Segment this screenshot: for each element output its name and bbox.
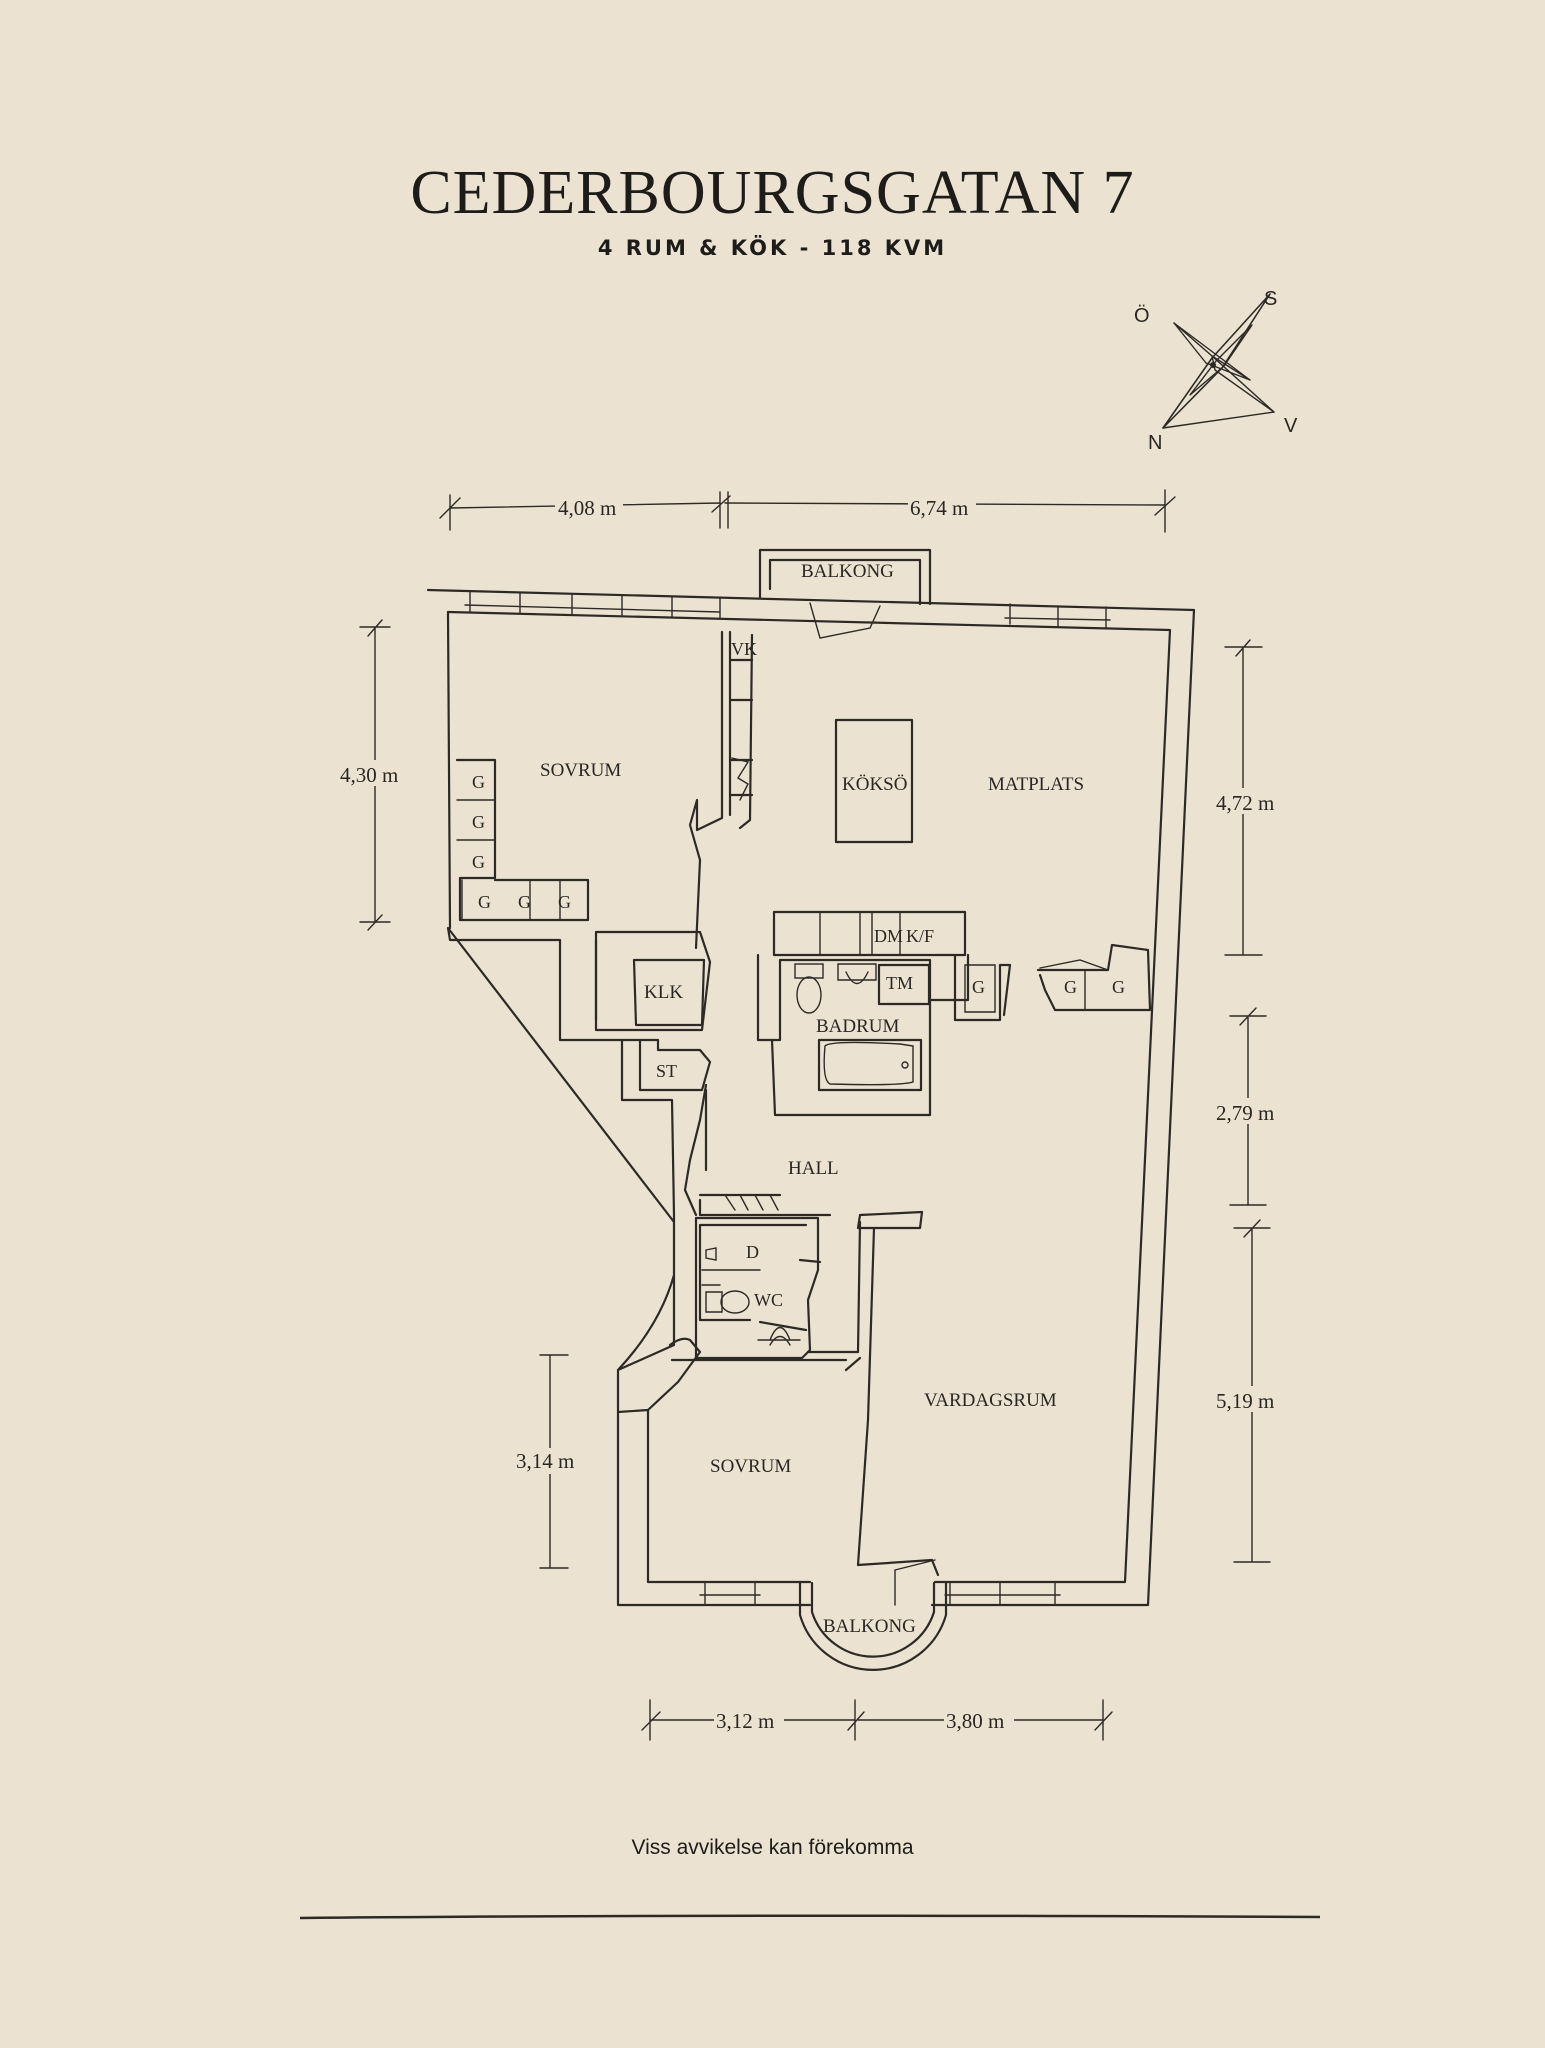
dimension-left-upper: 4,30 m [340,763,398,787]
outer-walls [426,548,1196,1671]
wardrobe-labels: G G G G G G G G G [472,772,1125,997]
room-d: D [746,1242,759,1262]
room-vardagsrum: VARDAGSRUM [924,1390,1057,1411]
compass-rose: Ö S N V [1134,288,1298,454]
wardrobe-label: G [972,977,985,997]
room-matplats: MATPLATS [988,774,1084,795]
wardrobe-label: G [558,892,571,912]
compass-star-icon [1162,293,1275,429]
dimension-left-lower: 3,14 m [516,1449,574,1473]
dimension-top-right: 6,74 m [910,496,968,520]
compass-o-label: Ö [1134,305,1150,327]
wardrobe-label: G [472,852,485,872]
wardrobe-label: G [1064,977,1077,997]
room-klk: KLK [644,982,683,1003]
wardrobe-label: G [1112,977,1125,997]
interior-walls [455,630,1152,1577]
room-wc: WC [754,1290,783,1310]
kitchen-island [834,718,914,844]
page-title: CEDERBOURGSGATAN 7 [410,159,1135,227]
room-sovrum-1: SOVRUM [540,760,621,781]
wardrobe-label: G [518,892,531,912]
room-tm: TM [886,973,913,993]
compass-v-label: V [1284,415,1298,437]
room-hall: HALL [788,1158,839,1179]
page-subtitle: 4 RUM & KÖK - 118 KVM [597,236,948,260]
room-badrum: BADRUM [816,1016,900,1037]
dimension-bottom-right: 3,80 m [946,1709,1004,1733]
room-vk: VK [731,639,757,659]
dimension-bottom-left: 3,12 m [716,1709,774,1733]
room-balkong-top: BALKONG [801,561,894,582]
room-dm: DM [874,926,903,946]
room-sovrum-2: SOVRUM [710,1456,791,1477]
dimension-right-2: 2,79 m [1216,1101,1274,1125]
room-balkong-bottom: BALKONG [823,1616,916,1637]
compass-s-label: S [1264,288,1277,310]
wardrobe-label: G [478,892,491,912]
room-st: ST [656,1061,677,1081]
wardrobe-label: G [472,812,485,832]
wardrobe-label: G [472,772,485,792]
disclaimer-text: Viss avvikelse kan förekomma [631,1836,914,1859]
room-koksoe: KÖKSÖ [842,774,907,795]
dimension-top-left: 4,08 m [558,496,616,520]
room-kf: K/F [906,926,934,946]
dimension-right-3: 5,19 m [1216,1389,1274,1413]
dimension-right-1: 4,72 m [1216,791,1274,815]
compass-n-label: N [1148,432,1162,454]
